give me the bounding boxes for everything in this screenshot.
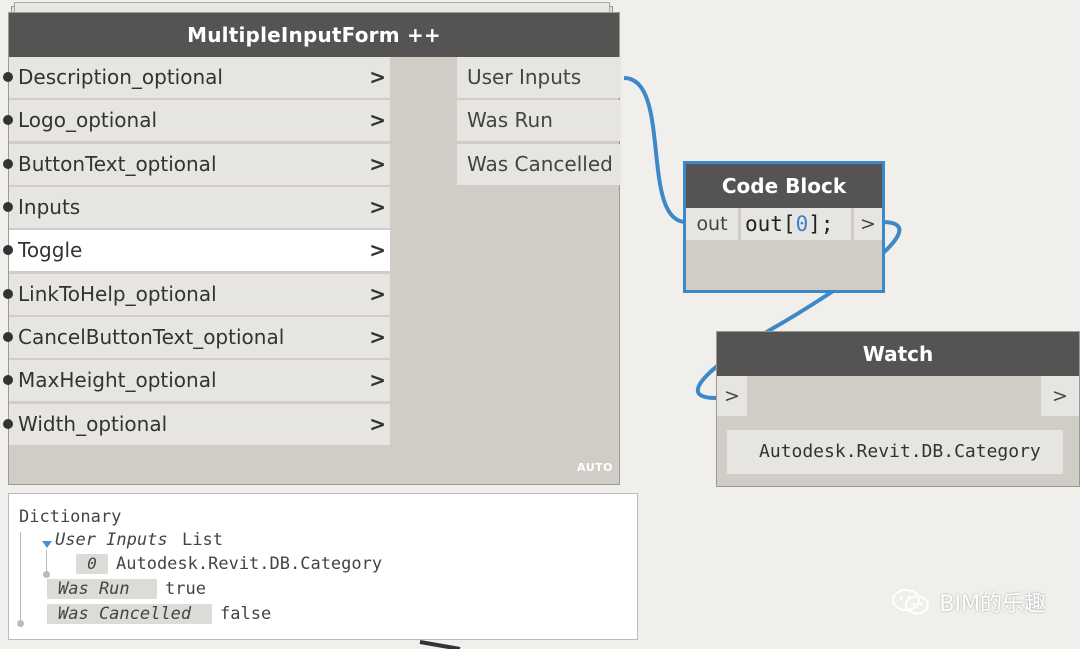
tree-line xyxy=(20,532,21,622)
outport-label: Was Cancelled xyxy=(467,152,613,176)
outport-arrow[interactable]: > xyxy=(1041,376,1079,416)
code-text: ]; xyxy=(808,212,834,236)
outport-label: Was Run xyxy=(467,108,553,132)
chevron-right-icon[interactable]: > xyxy=(369,108,386,132)
code-text: out[ xyxy=(745,212,796,236)
node-stack-shadow-1 xyxy=(14,2,610,13)
chevron-right-icon[interactable]: > xyxy=(369,195,386,219)
node-body xyxy=(390,57,457,443)
inport-label: Width_optional xyxy=(18,412,168,436)
chevron-right-icon[interactable]: > xyxy=(369,325,386,349)
inport-description[interactable]: Description_optional > xyxy=(3,57,390,98)
outport-was-cancelled[interactable]: Was Cancelled xyxy=(457,144,621,185)
dict-key: User Inputs xyxy=(55,530,168,550)
inport-logo[interactable]: Logo_optional > xyxy=(3,100,390,141)
list-index: 0 xyxy=(76,554,108,574)
outport-user-inputs[interactable]: User Inputs xyxy=(457,57,621,98)
port-connector[interactable] xyxy=(3,72,13,82)
tree-knob xyxy=(43,571,50,578)
inport-cancelbuttontext[interactable]: CancelButtonText_optional > xyxy=(3,317,390,358)
inport-width[interactable]: Width_optional > xyxy=(3,404,390,445)
inport-label: Toggle xyxy=(18,238,83,262)
port-connector[interactable] xyxy=(3,115,13,125)
list-value: Autodesk.Revit.DB.Category xyxy=(116,554,383,574)
inport-arrow[interactable]: > xyxy=(717,376,747,416)
lacing-badge: AUTO xyxy=(577,461,613,474)
inport-label: Logo_optional xyxy=(18,108,158,132)
inport-toggle[interactable]: Toggle > xyxy=(3,230,390,271)
inport-label: ButtonText_optional xyxy=(18,152,217,176)
inport-label: Description_optional xyxy=(18,65,223,89)
port-connector[interactable] xyxy=(3,159,13,169)
dict-type: List xyxy=(182,530,223,550)
port-connector[interactable] xyxy=(3,375,13,385)
wire-bottom-stub xyxy=(419,640,461,649)
multiple-input-form-node[interactable]: MultipleInputForm ++ Description_optiona… xyxy=(3,12,621,485)
outport-label: User Inputs xyxy=(467,65,582,89)
chevron-right-icon[interactable]: > xyxy=(369,238,386,262)
wechat-icon xyxy=(892,589,930,615)
chevron-right-icon[interactable]: > xyxy=(369,282,386,306)
port-connector[interactable] xyxy=(3,289,13,299)
watermark-text: BIM的乐趣 xyxy=(939,592,1046,617)
chevron-right-icon[interactable]: > xyxy=(369,65,386,89)
expand-triangle-icon[interactable] xyxy=(42,541,52,548)
port-connector[interactable] xyxy=(3,202,13,212)
tree-line xyxy=(46,550,47,572)
wire-userinputs-to-codeblock[interactable] xyxy=(623,76,687,224)
dict-value: false xyxy=(220,604,272,624)
dict-key: Was Cancelled xyxy=(47,604,212,624)
inport-label: MaxHeight_optional xyxy=(18,368,217,392)
watch-node[interactable]: Watch > > Autodesk.Revit.DB.Category xyxy=(716,331,1080,487)
dict-value: true xyxy=(165,579,206,599)
inport-label: CancelButtonText_optional xyxy=(18,325,285,349)
preview-bubble[interactable]: Dictionary User Inputs List 0 Autodesk.R… xyxy=(8,493,638,640)
inport-inputs[interactable]: Inputs > xyxy=(3,187,390,228)
node-title[interactable]: Watch xyxy=(717,332,1079,376)
inport-buttontext[interactable]: ButtonText_optional > xyxy=(3,144,390,185)
outport-arrow[interactable]: > xyxy=(854,208,882,240)
chevron-right-icon[interactable]: > xyxy=(369,368,386,392)
preview-title: Dictionary xyxy=(19,507,122,527)
watermark: BIM的乐趣 xyxy=(891,586,1046,618)
inport-linktohelp[interactable]: LinkToHelp_optional > xyxy=(3,274,390,315)
node-title[interactable]: Code Block xyxy=(686,164,882,208)
dict-key: Was Run xyxy=(47,579,157,599)
port-connector[interactable] xyxy=(3,419,13,429)
watch-value: Autodesk.Revit.DB.Category xyxy=(727,430,1063,474)
chevron-right-icon[interactable]: > xyxy=(369,152,386,176)
inport-out[interactable]: out xyxy=(686,208,738,240)
node-body xyxy=(747,376,1041,416)
port-connector[interactable] xyxy=(3,245,13,255)
code-block-node[interactable]: Code Block out out[0]; > xyxy=(683,161,885,293)
tree-knob xyxy=(17,620,24,627)
inport-label: LinkToHelp_optional xyxy=(18,282,217,306)
inport-maxheight[interactable]: MaxHeight_optional > xyxy=(3,360,390,401)
node-title[interactable]: MultipleInputForm ++ xyxy=(9,13,619,57)
inport-label: Inputs xyxy=(18,195,81,219)
port-connector[interactable] xyxy=(3,332,13,342)
outport-was-run[interactable]: Was Run xyxy=(457,100,621,141)
code-editor[interactable]: out[0]; xyxy=(741,208,851,240)
code-row: out out[0]; > xyxy=(686,208,882,240)
chevron-right-icon[interactable]: > xyxy=(369,412,386,436)
code-number: 0 xyxy=(795,212,809,236)
